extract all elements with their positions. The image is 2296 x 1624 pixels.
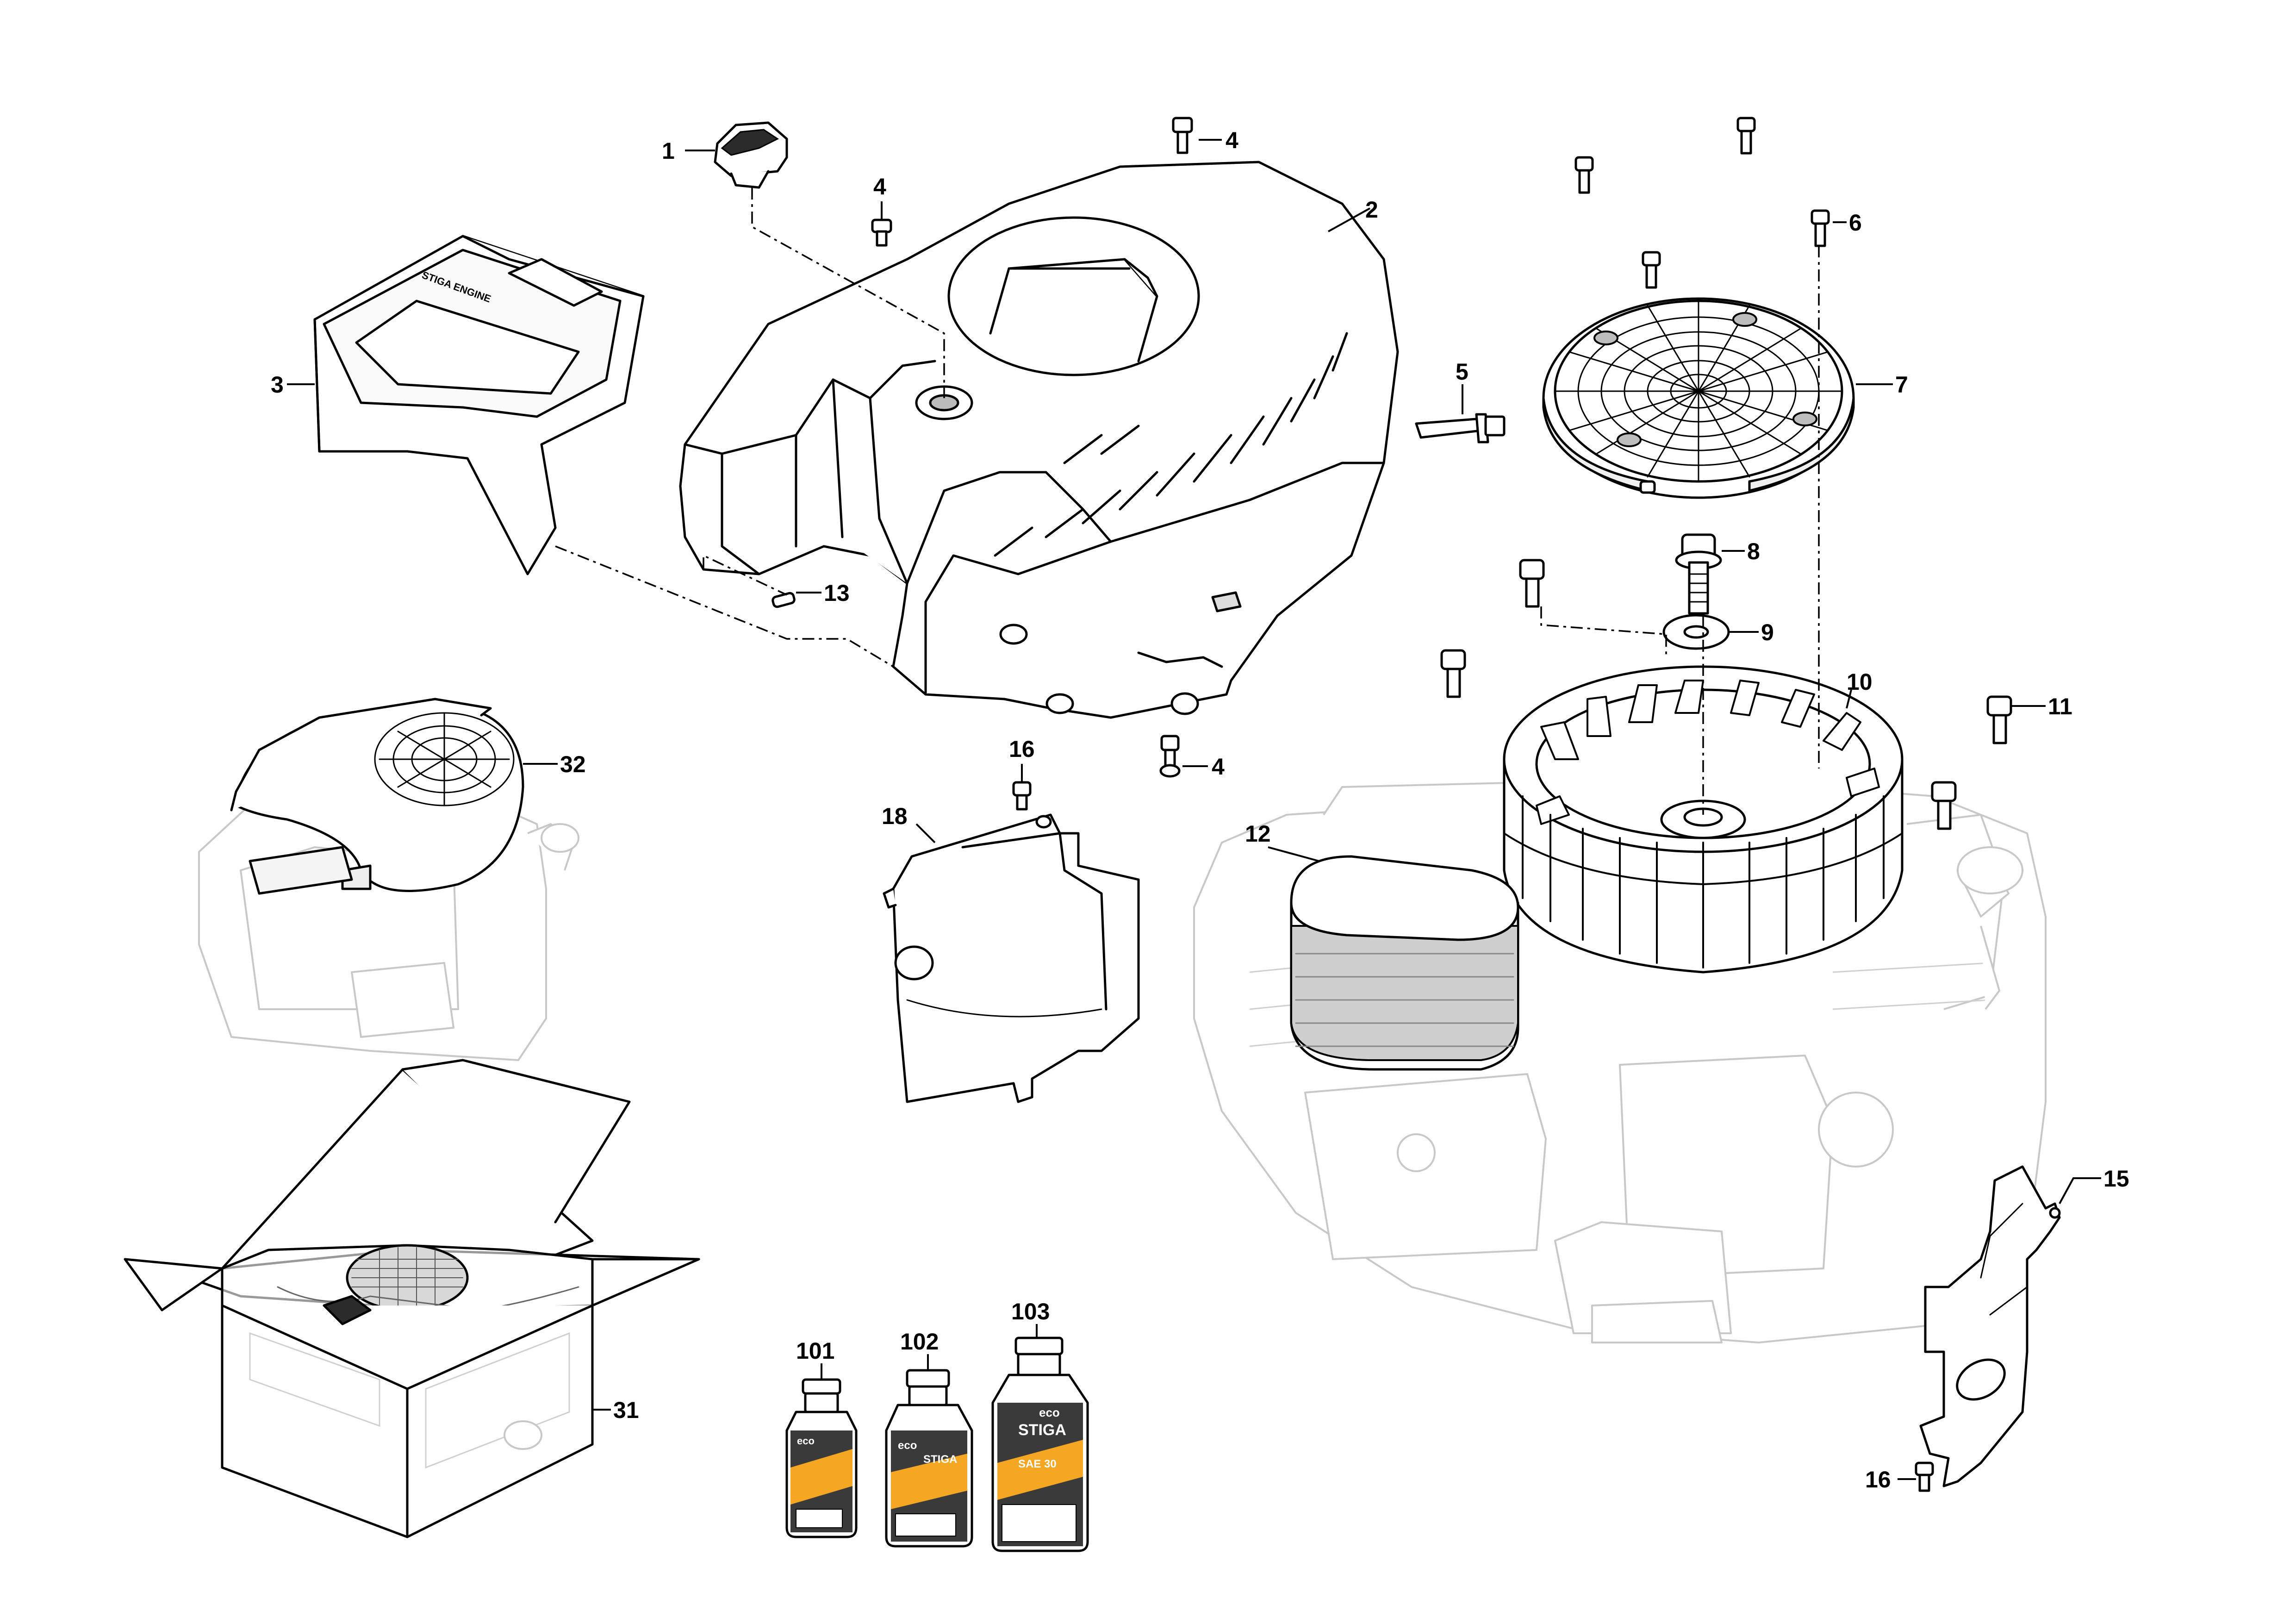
callout-32: 32 xyxy=(560,751,586,777)
callout-11: 11 xyxy=(2048,693,2072,719)
part-16-screw-bottom xyxy=(1915,1462,1934,1492)
part-18-shield xyxy=(883,813,1140,1103)
part-10-flywheel xyxy=(1503,665,1904,974)
callout-1: 1 xyxy=(662,138,675,164)
part-13-pin xyxy=(772,592,796,608)
bottle-101: eco xyxy=(785,1378,858,1538)
part-7-rotating-screen xyxy=(1542,297,1855,499)
callout-31: 31 xyxy=(613,1397,639,1423)
callout-101: 101 xyxy=(796,1338,834,1364)
bottle-101-eco: eco xyxy=(797,1435,815,1447)
callout-16-bottom: 16 xyxy=(1865,1467,1891,1493)
callout-5: 5 xyxy=(1456,359,1468,385)
callout-102: 102 xyxy=(900,1329,939,1355)
callout-3: 3 xyxy=(271,372,284,398)
callout-9: 9 xyxy=(1761,619,1774,645)
callout-15: 15 xyxy=(2103,1166,2129,1192)
part-4-screw-bottom xyxy=(1159,735,1181,778)
callout-18: 18 xyxy=(882,803,908,829)
part-8-flywheel-bolt xyxy=(1675,533,1722,615)
bottle-102-eco: eco xyxy=(898,1439,917,1452)
bottle-103: eco STIGA SAE 30 xyxy=(991,1337,1089,1552)
part-11-bolts xyxy=(1931,695,2012,830)
callout-4-top: 4 xyxy=(1226,127,1238,153)
callout-2: 2 xyxy=(1365,197,1378,223)
callout-8: 8 xyxy=(1747,538,1760,564)
callout-103: 103 xyxy=(1011,1299,1050,1324)
callout-10: 10 xyxy=(1847,669,1873,695)
leader-lines xyxy=(287,139,2101,1480)
bottle-103-brand: STIGA xyxy=(1018,1421,1066,1439)
part-16-screw-top xyxy=(1012,781,1032,811)
part-flywheel-side-bolts xyxy=(1440,559,1545,698)
bottle-103-eco: eco xyxy=(1039,1405,1060,1419)
bottle-102-brand: STIGA xyxy=(923,1453,957,1466)
callout-12: 12 xyxy=(1245,821,1271,847)
part-5-stud xyxy=(1415,413,1506,443)
callout-4-left: 4 xyxy=(873,174,886,200)
part-31-boxed-engine xyxy=(124,1059,700,1538)
part-4-screw-top xyxy=(1172,117,1193,154)
bottle-103-grade: SAE 30 xyxy=(1018,1458,1057,1470)
bottle-102: eco STIGA xyxy=(885,1369,973,1548)
part-9-washer xyxy=(1662,614,1730,650)
part-12-air-filter xyxy=(1290,855,1519,1071)
callout-4-bottom: 4 xyxy=(1212,754,1225,780)
part-6-bolts xyxy=(1574,117,1830,289)
part-32-engine-cover xyxy=(198,698,579,1061)
callout-7: 7 xyxy=(1895,372,1908,398)
callout-13: 13 xyxy=(824,580,850,606)
part-15-side-shield xyxy=(1919,1165,2061,1487)
callouts: 1 2 3 4 4 4 5 6 7 8 9 10 11 12 13 15 16 … xyxy=(271,127,2129,1493)
callout-6: 6 xyxy=(1849,210,1862,236)
part-2-blower-housing xyxy=(679,161,1399,719)
part-4-screw-left xyxy=(871,219,892,247)
assembly-lines xyxy=(555,187,1820,815)
callout-16-top: 16 xyxy=(1009,736,1035,762)
part-1-knob xyxy=(714,121,788,189)
part-3-engine-top-cover: STIGA ENGINE xyxy=(313,235,645,575)
